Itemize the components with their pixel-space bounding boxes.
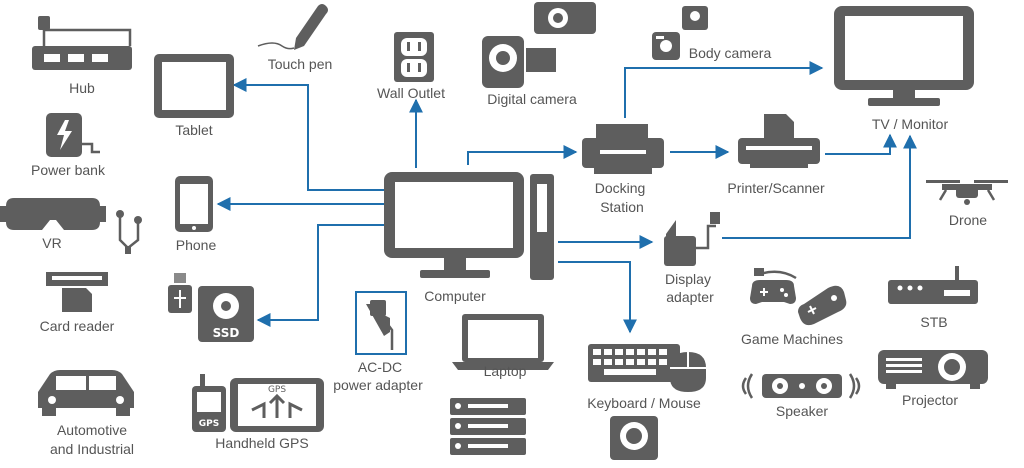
body-camera-label: Body camera [689, 45, 772, 61]
power-bank-label: Power bank [31, 162, 106, 178]
automotive-label-line2: and Industrial [50, 441, 134, 457]
arrow-adapter-to-tv [722, 134, 917, 239]
handheld-gps-label: Handheld GPS [215, 435, 308, 451]
drone-icon [926, 180, 1008, 205]
laptop-icon [452, 314, 554, 370]
camera-icon [482, 2, 596, 88]
vr-label: VR [42, 235, 61, 251]
speaker-label: Speaker [776, 403, 828, 419]
server-icon [450, 398, 526, 455]
arrow-printer-to-tv [825, 133, 897, 155]
keyboard-mouse-label: Keyboard / Mouse [587, 395, 701, 411]
touch-pen-label: Touch pen [268, 56, 333, 72]
game-machines-label: Game Machines [741, 331, 843, 347]
docking-printer-icon [582, 124, 664, 174]
tablet-icon [154, 54, 234, 118]
hub-label: Hub [69, 80, 95, 96]
display-adapter-label-line2: adapter [666, 289, 714, 305]
drone-label: Drone [949, 212, 987, 228]
gps-icon-text: GPS [199, 419, 219, 429]
printer-scanner-label: Printer/Scanner [727, 180, 825, 196]
computer-label: Computer [424, 288, 486, 304]
card-reader-icon [46, 272, 108, 312]
connectors [216, 61, 917, 334]
arrow-to-keyboard [558, 261, 637, 334]
automotive-label-line1: Automotive [57, 422, 127, 438]
gps-screen-text: GPS [268, 385, 286, 395]
wall-outlet-label: Wall Outlet [377, 85, 445, 101]
docking-label-line1: Docking [595, 180, 646, 196]
display-adapter-label-line1: Display [665, 271, 711, 287]
ssd-icon-text: SSD [213, 326, 240, 340]
tv-monitor-label: TV / Monitor [872, 116, 949, 132]
arrow-to-docking [467, 145, 578, 165]
gps-icon: GPS GPS [192, 374, 324, 432]
monitor-icon [384, 172, 524, 278]
speaker-icon [741, 373, 861, 399]
keyboard-icon [588, 344, 680, 382]
projector-icon [878, 350, 988, 389]
docking-label-line2: Station [600, 199, 644, 215]
pen-icon [257, 4, 328, 50]
hub-icon [32, 16, 132, 70]
tablet-label: Tablet [175, 122, 212, 138]
plug-icon [355, 291, 407, 355]
body-camera-icon [652, 6, 708, 60]
gamepad-icon [750, 268, 847, 326]
car-icon [38, 370, 134, 416]
adapter-icon [664, 212, 720, 266]
stb-icon [888, 266, 978, 304]
ac-dc-label-line2: power adapter [333, 377, 423, 393]
mouse-icon [670, 352, 706, 392]
arrow-to-tv [624, 61, 824, 118]
ac-dc-label-line1: AC-DC [358, 359, 402, 375]
stb-label: STB [920, 314, 947, 330]
vr-headset-icon [0, 198, 106, 230]
tower-icon [530, 174, 554, 280]
earphones-icon [116, 210, 142, 254]
projector-label: Projector [902, 392, 958, 408]
laptop-label: Laptop [484, 363, 527, 379]
printer-icon [738, 114, 820, 168]
phone-label: Phone [176, 237, 217, 253]
usb-icon [168, 273, 192, 313]
webcam-icon [610, 416, 658, 460]
arrow-to-tablet [232, 78, 384, 191]
outlet-icon [394, 32, 434, 82]
digital-camera-label: Digital camera [487, 91, 577, 107]
ssd-icon: SSD [198, 286, 254, 342]
tv-icon [834, 6, 974, 106]
phone-icon [175, 176, 213, 232]
card-reader-label: Card reader [40, 318, 115, 334]
power-bank-icon [46, 113, 100, 157]
arrow-to-ssd [256, 224, 384, 327]
